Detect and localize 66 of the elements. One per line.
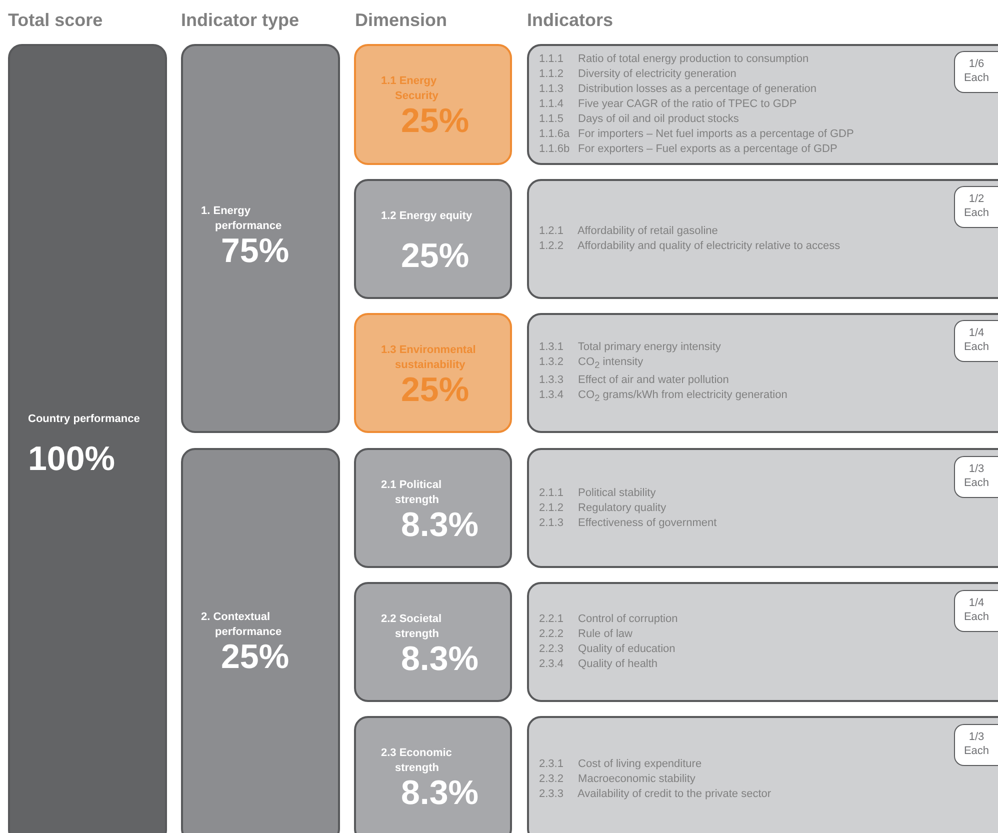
percentage-value: 75% — [221, 232, 290, 270]
indicator-list-box — [527, 313, 998, 433]
title-text: 2.1 Political strength — [381, 478, 443, 508]
indicator-list-box — [527, 179, 998, 299]
indicator-item: 2.2.2 Rule of law — [539, 627, 634, 642]
title-text: 1.3 Environmental sustainability — [381, 343, 477, 373]
weight-tab: 1/6 Each — [954, 51, 998, 93]
weight-tab: 1/2 Each — [954, 186, 998, 228]
indicator-item: 2.2.3 Quality of education — [539, 642, 676, 657]
dimension-box — [354, 582, 512, 702]
weight-tab: 1/4 Each — [954, 590, 998, 632]
indicator-item: 1.2.2 Affordability and quality of electricity relative to access — [539, 239, 842, 254]
weight-tab: 1/3 Each — [954, 456, 998, 498]
indicator-item: 2.2.1 Control of corruption — [539, 612, 679, 627]
dimension-box — [354, 313, 512, 433]
title-text: 1. Energy performance — [201, 204, 283, 234]
weight-tab: 1/4 Each — [954, 320, 998, 362]
percentage-value: 8.3% — [401, 506, 478, 544]
percentage-value: 25% — [221, 638, 290, 676]
indicator-type-box — [181, 44, 340, 433]
title-text: 1.1 Energy Security — [381, 74, 440, 104]
indicator-item: 1.1.1 Ratio of total energy production to consumption — [539, 52, 810, 67]
indicator-item: 2.3.4 Quality of health — [539, 657, 659, 672]
percentage-value: 25% — [401, 102, 470, 140]
title-text: 1.2 Energy equity — [381, 209, 474, 224]
column-heading: Indicator type — [181, 10, 300, 31]
indicator-item: 1.1.5 Days of oil and oil product stocks — [539, 112, 740, 127]
score-column — [8, 44, 167, 833]
dimension-box — [354, 44, 512, 165]
percentage-value: 25% — [401, 371, 470, 409]
dimension-box — [354, 448, 512, 568]
indicator-item: 2.3.3 Availability of credit to the private sector — [539, 787, 772, 802]
indicator-item: 2.3.1 Cost of living expenditure — [539, 757, 703, 772]
indicator-item: 1.3.2 CO$_{2}$ intensity — [539, 354, 644, 372]
column-heading: Indicators — [527, 10, 614, 31]
indicator-list-box — [527, 716, 998, 833]
indicator-item: 2.1.2 Regulatory quality — [539, 500, 668, 516]
indicator-list-box — [527, 448, 998, 568]
percentage-value: 8.3% — [401, 640, 478, 678]
column-heading: Total score — [8, 10, 103, 31]
indicator-item: 1.1.6b For exporters – Fuel exports as a percentage of GDP — [539, 142, 838, 157]
indicator-item: 1.3.4 CO$_{2}$ grams/kWh from electricity generation — [539, 388, 788, 406]
indicator-type-box — [181, 448, 340, 833]
indicator-item: 2.3.2 Macroeconomic stability — [539, 772, 696, 787]
dimension-box — [354, 179, 512, 299]
title-text: 2.2 Societal strength — [381, 612, 443, 642]
indicator-item: 1.2.1 Affordability of retail gasoline — [539, 224, 719, 239]
percentage-value: 8.3% — [401, 774, 478, 812]
indicator-item: 1.3.3 Effect of air and water pollution — [539, 373, 730, 388]
indicator-item: 1.1.3 Distribution losses as a percentage of generation — [539, 82, 818, 97]
indicator-item: 1.1.4 Five year CAGR of the ratio of TPEC to GDP — [539, 97, 798, 112]
indicator-item: 1.3.1 Total primary energy intensity — [539, 340, 722, 355]
indicator-item: 2.1.3 Effectiveness of government — [539, 516, 718, 530]
column-heading: Dimension — [355, 10, 448, 31]
title-text: Country performance — [28, 412, 141, 427]
percentage-value: 25% — [401, 237, 470, 275]
indicator-item: 2.1.1 Political stability — [539, 486, 657, 500]
indicator-item: 1.1.6a For importers – Net fuel imports as a percentage of GDP — [539, 127, 855, 142]
title-text: 2.3 Economic strength — [381, 746, 453, 776]
title-text: 2. Contextual performance — [201, 610, 283, 640]
weight-tab: 1/3 Each — [954, 724, 998, 766]
indicator-item: 1.1.2 Diversity of electricity generation — [539, 67, 738, 82]
percentage-value: 100% — [28, 440, 115, 478]
dimension-box — [354, 716, 512, 833]
indicator-list-box — [527, 582, 998, 702]
indicator-list-box — [527, 44, 998, 165]
